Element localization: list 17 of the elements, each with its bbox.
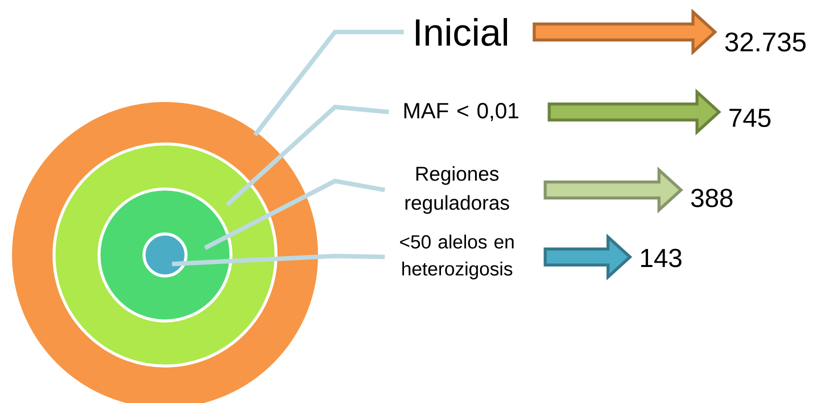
block-arrow <box>548 88 722 136</box>
count-label: 745 <box>730 108 770 128</box>
filter-label: Inicial <box>416 18 508 46</box>
filter-label: MAF < 0,01 <box>404 102 518 122</box>
leader-line <box>204 178 386 250</box>
count-label: 388 <box>691 188 732 208</box>
block-arrow <box>532 8 718 56</box>
count-label: 143 <box>641 248 682 268</box>
leader-line <box>172 254 385 266</box>
center-circle <box>142 232 188 278</box>
leader-line <box>253 30 404 136</box>
leader-line <box>226 104 390 207</box>
count-label: 32.735 <box>725 32 806 52</box>
block-arrow <box>544 166 684 214</box>
filter-label: Regiones reguladoras <box>406 166 510 214</box>
block-arrow <box>544 234 632 280</box>
filter-label: <50 alelos en heterozigosis <box>400 234 514 280</box>
